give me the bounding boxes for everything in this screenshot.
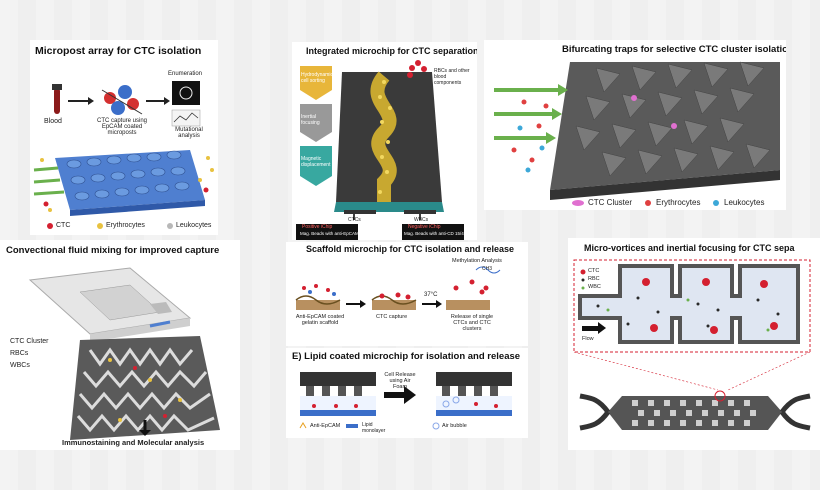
legend-leukocytes: Leukocytes: [176, 222, 212, 229]
legend-leukocyte-icon: [167, 223, 173, 229]
panel-title: Scaffold microchip for CTC isolation and…: [306, 244, 515, 254]
label-rbcs: RBCs: [10, 350, 29, 357]
negative-ichip-box: [402, 224, 464, 240]
lipid-icon: [346, 424, 358, 428]
positive-ichip-body: Mag. Beads with anti-EpCAM: [300, 231, 359, 236]
chip-body: [336, 72, 442, 202]
label-immunostaining: Immunostaining and Molecular analysis: [62, 438, 205, 447]
integrated-chip-diagram: [296, 60, 464, 240]
label-flow: Flow: [582, 336, 594, 342]
panel-title: Integrated microchip for CTC separation: [306, 46, 477, 56]
label-release: Cell Release using Air Foam: [384, 372, 416, 390]
flow-arrows: [33, 166, 65, 196]
legend-ctc: CTC: [588, 268, 600, 274]
panel-micro-vortices: Micro-vortices and inertial focusing for…: [568, 238, 820, 450]
panel-title: E) Lipid coated microchip for isolation …: [292, 351, 521, 362]
positive-ichip-box: [296, 224, 358, 240]
label-capture: CTC capture using EpCAM coated micropost…: [96, 118, 148, 136]
legend-erythrocytes: Erythrocytes: [656, 198, 701, 207]
legend-erythrocytes: Erythrocytes: [106, 222, 145, 229]
herringbone-diagram: [28, 267, 220, 440]
label-temperature: 37°C: [424, 292, 438, 298]
panel-scaffold-microchip: Scaffold microchip for CTC isolation and…: [286, 242, 528, 346]
lipid-chip-before: [300, 372, 376, 416]
panel-title: Micro-vortices and inertial focusing for…: [584, 243, 795, 253]
lipid-chip-diagram: [299, 372, 512, 430]
scaffold-stage-3: [446, 266, 501, 310]
legend-ctc-icon: [47, 223, 53, 229]
scaffold-diagram: [295, 266, 501, 310]
trap-array: [575, 61, 771, 177]
panel-lipid-microchip: E) Lipid coated microchip for isolation …: [286, 348, 528, 438]
negative-ichip-title: Negative iChip: [408, 224, 441, 230]
panel-integrated-microchip: Integrated microchip for CTC separation …: [292, 42, 477, 240]
out-wbcs: WBCs: [414, 217, 429, 223]
mutational-image: [171, 109, 201, 127]
caption-scaffold: Anti-EpCAM coated gelatin scaffold: [295, 314, 345, 326]
micropost-diagram: [33, 81, 214, 229]
legend-wbc: WBC: [588, 284, 601, 290]
stage-magnetic: Magnetic displacement: [301, 156, 331, 168]
label-blood: Blood: [44, 118, 62, 125]
negative-ichip-body: Mag. Beads with anti-CD 15/45/66: [404, 231, 473, 236]
flow-arrow-icon: [598, 322, 606, 334]
legend-air-bubble: Air bubble: [442, 423, 467, 429]
legend-erythrocyte-icon: [645, 200, 651, 206]
legend-antiepcam: Anti-EpCAM: [310, 423, 341, 429]
blood-tube-icon: [54, 88, 60, 114]
label-methylation: Methylation Analysis: [452, 258, 502, 264]
stage-inertial: Inertial focusing: [301, 114, 320, 126]
legend-ctc-icon: [580, 269, 586, 275]
stage-hydrodynamic: Hydrodynamic cell sorting: [301, 72, 333, 84]
legend-leukocytes: Leukocytes: [724, 198, 765, 207]
panel-micropost-array: Micropost array for CTC isolation: [30, 40, 218, 235]
label-enumeration: Enumeration: [168, 71, 203, 77]
flow-arrows: [494, 84, 568, 144]
caption-release: Release of single CTCs and CTC clusters: [450, 314, 494, 332]
micropost-cluster-icon: [101, 85, 143, 115]
lipid-chip-after: [436, 372, 512, 416]
label-wbcs: WBCs: [10, 362, 30, 369]
panel-title: Bifurcating traps for selective CTC clus…: [562, 44, 786, 55]
legend-lipid: Lipid monolayer: [362, 422, 386, 434]
panel-convectional-mixing: Convectional fluid mixing for improved c…: [0, 240, 240, 450]
legend-wbc-icon: [581, 286, 585, 290]
positive-ichip-title: Positive iChip: [302, 224, 333, 230]
panel-bifurcating-traps: Bifurcating traps for selective CTC clus…: [484, 40, 786, 210]
legend-leukocyte-icon: [713, 200, 719, 206]
legend-rbc-icon: [581, 278, 585, 282]
air-bubble-icon: [432, 422, 440, 430]
legend-erythrocyte-icon: [97, 223, 103, 229]
vortex-diagram: [573, 259, 811, 431]
scaffold-stage-1: [295, 284, 341, 310]
vortex-chip-overview: [579, 390, 811, 431]
vortex-channel: [578, 264, 800, 344]
label-ctc-cluster: CTC Cluster: [10, 338, 49, 345]
antiepcam-icon: [299, 422, 307, 429]
out-ctcs: CTCs: [348, 217, 361, 223]
panel-title: Convectional fluid mixing for improved c…: [6, 245, 220, 256]
scaffold-stage-2: [371, 292, 417, 310]
zoom-box: [573, 259, 811, 353]
caption-capture: CTC capture: [376, 314, 408, 320]
legend-ctc-cluster: CTC Cluster: [588, 198, 633, 207]
legend-ctc: CTC: [56, 222, 71, 229]
panel-title: Micropost array for CTC isolation: [35, 45, 202, 57]
label-ch3: CH3: [482, 266, 493, 272]
rbc-note: RBCs and other blood components: [434, 68, 470, 86]
enumeration-image: [172, 81, 200, 105]
bifurcating-trap-diagram: [494, 61, 780, 206]
label-mutational: Mutational analysis: [175, 127, 203, 139]
legend-rbc: RBC: [588, 276, 600, 282]
legend-cluster-icon: [572, 200, 584, 206]
